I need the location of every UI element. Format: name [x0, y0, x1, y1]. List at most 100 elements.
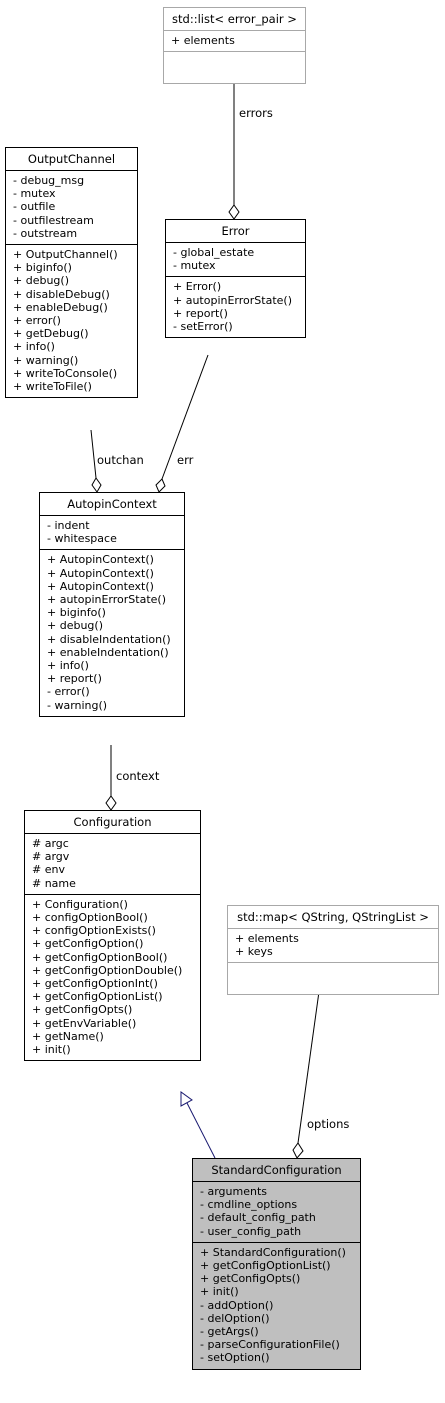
attribute: - whitespace — [47, 532, 117, 546]
edge-outchan-line — [90, 429, 97, 479]
edge-err-diamond — [155, 478, 166, 493]
method: + init() — [200, 1285, 239, 1299]
method: + AutopinContext() — [47, 579, 154, 593]
method: + getConfigOpts() — [32, 1003, 133, 1017]
edge-label-context: context — [116, 769, 160, 783]
method: + StandardConfiguration() — [200, 1245, 346, 1259]
attribute: # argc — [32, 837, 69, 850]
class-title: StandardConfiguration — [211, 1163, 342, 1177]
methods-section: + Configuration() + configOptionBool() +… — [25, 893, 200, 1060]
method: + getConfigOptionDouble() — [32, 963, 183, 977]
method: + info() — [13, 340, 55, 354]
method: + getConfigOpts() — [200, 1272, 301, 1286]
method: - warning() — [47, 698, 108, 712]
methods-section — [228, 962, 438, 994]
attributes-section: - arguments - cmdline_options - default_… — [193, 1181, 360, 1242]
class-map-qstring-qstringlist[interactable]: std::map< QString, QStringList > + eleme… — [227, 905, 439, 996]
method: + autopinErrorState() — [173, 293, 292, 307]
method: - getArgs() — [200, 1325, 259, 1339]
method: + configOptionExists() — [32, 924, 156, 938]
methods-section: + OutputChannel() + biginfo() + debug() … — [6, 244, 137, 397]
method: + getDebug() — [13, 327, 89, 341]
method: + disableDebug() — [13, 287, 110, 301]
method: + report() — [173, 306, 228, 320]
method: + biginfo() — [13, 261, 72, 275]
edge-err-line — [161, 354, 209, 480]
attribute: - outstream — [13, 226, 78, 240]
method: + AutopinContext() — [47, 566, 154, 580]
method: - addOption() — [200, 1298, 274, 1312]
class-error[interactable]: Error - global_estate - mutex + Error() … — [165, 219, 306, 339]
method: + debug() — [13, 274, 69, 288]
attributes-section: + elements + keys — [228, 928, 438, 962]
attribute: # name — [32, 876, 76, 890]
class-title: std::map< QString, QStringList > — [237, 910, 429, 924]
attribute: - debug_msg — [13, 174, 85, 187]
methods-section: + Error() + autopinErrorState() + report… — [166, 276, 305, 337]
method: + biginfo() — [47, 606, 106, 620]
method: + getConfigOptionInt() — [32, 977, 158, 991]
attribute: - default_config_path — [200, 1211, 316, 1225]
class-autopin-context[interactable]: AutopinContext - indent - whitespace + A… — [39, 492, 185, 717]
attribute: + elements — [235, 932, 299, 945]
method: + writeToFile() — [13, 380, 92, 394]
class-title: std::list< error_pair > — [172, 12, 297, 26]
method: + enableDebug() — [13, 300, 108, 314]
attributes-section: + elements — [164, 30, 305, 51]
method: - error() — [47, 685, 90, 699]
method: + Error() — [173, 280, 222, 294]
class-list-error-pair[interactable]: std::list< error_pair > + elements — [163, 7, 306, 85]
edge-options-line — [297, 969, 323, 1144]
method: + disableIndentation() — [47, 632, 171, 646]
edge-outchan-diamond — [91, 477, 102, 493]
method: + OutputChannel() — [13, 248, 118, 262]
class-output-channel[interactable]: OutputChannel - debug_msg - mutex - outf… — [5, 147, 138, 399]
attributes-section: - global_estate - mutex — [166, 242, 305, 276]
attributes-section: - debug_msg - mutex - outfile - outfiles… — [6, 170, 137, 244]
methods-section: + AutopinContext() + AutopinContext() + … — [40, 549, 184, 715]
class-title: AutopinContext — [67, 497, 157, 511]
method: - setError() — [173, 320, 233, 334]
method: + debug() — [47, 619, 103, 633]
edge-inheritance-arrow — [180, 1091, 193, 1107]
method: + writeToConsole() — [13, 366, 118, 380]
class-title: Configuration — [73, 815, 152, 829]
attributes-section: # argc # argv # env # name — [25, 833, 200, 894]
method: - setOption() — [200, 1351, 270, 1365]
attribute: - mutex — [173, 259, 216, 273]
class-configuration[interactable]: Configuration # argc # argv # env # name… — [24, 810, 201, 1062]
attribute: - arguments — [200, 1185, 267, 1198]
method: + info() — [47, 659, 89, 673]
method: + configOptionBool() — [32, 911, 148, 925]
methods-section: + StandardConfiguration() + getConfigOpt… — [193, 1241, 360, 1369]
method: + AutopinContext() — [47, 553, 154, 567]
attributes-section: - indent - whitespace — [40, 515, 184, 549]
edge-label-err: err — [177, 453, 194, 467]
method: - delOption() — [200, 1311, 270, 1325]
method: + warning() — [13, 353, 79, 367]
attribute: - mutex — [13, 187, 56, 201]
attribute: - outfilestream — [13, 213, 94, 227]
method: + getConfigOptionBool() — [32, 950, 168, 964]
attribute: + elements — [171, 34, 235, 47]
edge-errors-diamond — [228, 204, 240, 220]
attribute: # argv — [32, 850, 70, 864]
method: + getConfigOptionList() — [32, 990, 163, 1004]
method: - parseConfigurationFile() — [200, 1338, 340, 1352]
class-title: Error — [221, 224, 250, 238]
method: + getName() — [32, 1029, 104, 1043]
edge-label-options: options — [307, 1117, 350, 1131]
attribute: + keys — [235, 945, 273, 959]
attribute: - indent — [47, 519, 90, 532]
methods-section — [164, 51, 305, 83]
method: + getEnvVariable() — [32, 1016, 137, 1030]
method: + getConfigOption() — [32, 937, 144, 951]
method: + Configuration() — [32, 897, 128, 911]
class-standard-configuration[interactable]: StandardConfiguration - arguments - cmdl… — [192, 1158, 361, 1370]
attribute: - cmdline_options — [200, 1198, 298, 1212]
edge-inheritance-line — [186, 1102, 216, 1159]
method: + getConfigOptionList() — [200, 1259, 331, 1273]
method: + init() — [32, 1043, 71, 1057]
method: + enableIndentation() — [47, 645, 169, 659]
